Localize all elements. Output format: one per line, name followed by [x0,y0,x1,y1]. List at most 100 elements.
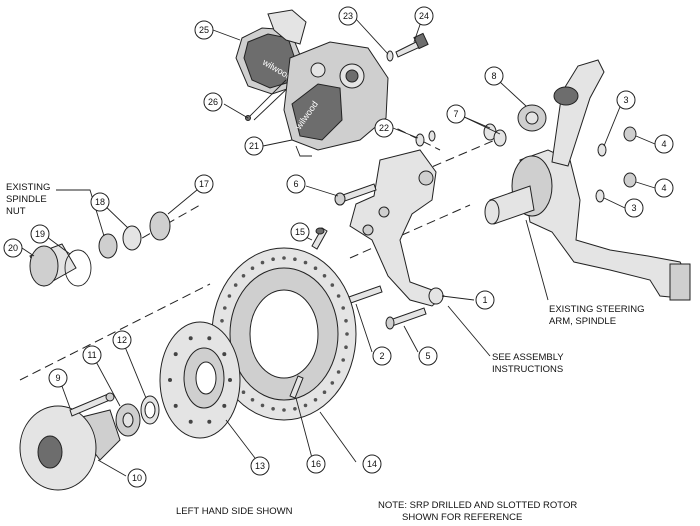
callout-1: 1 [475,290,495,310]
callout-3b-text: 3 [631,203,636,213]
callout-25: 25 [194,20,214,40]
callout-5-text: 5 [425,351,430,361]
bearing-8 [517,104,547,132]
callout-4b: 4 [654,178,674,198]
rotor-drill-hole [341,306,346,310]
see-assembly-line-1: SEE ASSEMBLY [492,352,564,363]
callout-11: 11 [82,345,102,365]
callout-3b: 3 [624,198,644,218]
rotor-drill-hole [341,358,346,362]
hat-bolt-hole [222,403,227,408]
callout-16: 16 [306,454,326,474]
callouts: 1 2 3 3 4 4 5 6 7 8 9 10 11 12 13 14 15 … [3,6,674,488]
spindle-nut-line-2: SPINDLE [6,194,47,205]
callout-11-text: 11 [87,350,96,360]
note-line-2: SHOWN FOR REFERENCE [402,512,522,523]
rotor [211,247,357,421]
callout-2: 2 [372,346,392,366]
rotor-drill-hole [220,319,224,323]
callout-15: 15 [290,222,310,242]
callout-14-text: 14 [367,459,377,469]
hat-bolt-hole [168,378,172,382]
callout-25-text: 25 [199,25,209,35]
callout-13: 13 [250,456,270,476]
hat-bolt-hole [228,378,232,382]
callout-24-text: 24 [419,11,429,21]
callout-18-text: 18 [95,197,105,207]
rotor-drill-hole [250,266,255,271]
note-line-1: NOTE: SRP DRILLED AND SLOTTED ROTOR [378,500,577,511]
callout-22-text: 22 [379,123,389,133]
callout-17: 17 [194,174,214,194]
rotor-drill-hole [227,294,232,298]
callout-4a-text: 4 [661,139,666,149]
rotor-drill-hole [313,398,318,402]
hat-bolt-hole [207,419,212,424]
callout-19-text: 19 [35,229,45,239]
rotor-drill-hole [336,294,341,298]
spindle-nut-line-3: NUT [6,206,26,217]
callout-7-text: 7 [453,109,458,119]
callout-4b-text: 4 [661,183,666,193]
spindle-nut-line-1: EXISTING [6,182,50,193]
callout-26: 26 [203,92,223,112]
rotor-drill-hole [293,257,297,262]
callout-3a: 3 [616,90,636,110]
caliper: wilwood [283,41,389,157]
bolt-24 [386,32,429,62]
dust-cap-20 [29,243,77,287]
callout-12-text: 12 [117,335,127,345]
callout-16-text: 16 [311,459,321,469]
callout-7: 7 [446,104,466,124]
rotor-drill-hole [322,390,327,395]
callout-10-text: 10 [132,473,142,483]
callout-23: 23 [338,6,358,26]
label-see-assembly: SEE ASSEMBLY INSTRUCTIONS [492,352,564,375]
see-assembly-line-2: INSTRUCTIONS [492,364,563,375]
callout-21-text: 21 [249,141,259,151]
hat-bolt-hole [188,336,193,341]
rotor-drill-hole [322,274,327,278]
callout-15-text: 15 [295,227,305,237]
callout-14: 14 [362,454,382,474]
callout-24: 24 [414,6,434,26]
callout-21: 21 [244,136,264,156]
hat-bolt-hole [173,352,178,357]
callout-4a: 4 [654,134,674,154]
hat-bolt-holes [168,336,232,424]
rotor-drill-hole [344,319,348,323]
rotor-drill-hole [241,274,246,278]
callout-12: 12 [112,330,132,350]
rotor-drill-hole [241,390,246,395]
callout-6: 6 [286,174,306,194]
o-ring-19 [64,249,92,287]
rotor-drill-hole [330,381,335,385]
hat-bolt-hole [207,336,212,341]
bolt-15 [311,227,328,250]
callout-9: 9 [48,368,68,388]
rotor-drill-hole [336,370,341,374]
callout-3a-text: 3 [623,95,628,105]
washers-22 [415,130,436,147]
rotor-drill-hole [233,283,238,287]
rotor-drill-hole [303,260,308,265]
rotor-drill-hole [345,332,349,336]
rotor-drill-hole [271,407,275,411]
stud-16 [289,375,304,399]
callout-18: 18 [90,192,110,212]
rotor-drill-hole [250,398,255,402]
hub [19,405,121,491]
rotor-drill-hole [271,257,275,262]
callout-8-text: 8 [491,71,496,81]
bearing-11 [115,403,141,437]
hub-bolt-9 [69,392,115,417]
callout-10: 10 [127,468,147,488]
rotor-drill-hole [303,403,308,408]
callout-5: 5 [418,346,438,366]
callout-13-text: 13 [255,461,265,471]
hat-bolt-hole [188,419,193,424]
rotor-drill-hole [260,260,265,265]
rotor-drill-hole [293,407,297,411]
callout-17-text: 17 [199,179,209,189]
